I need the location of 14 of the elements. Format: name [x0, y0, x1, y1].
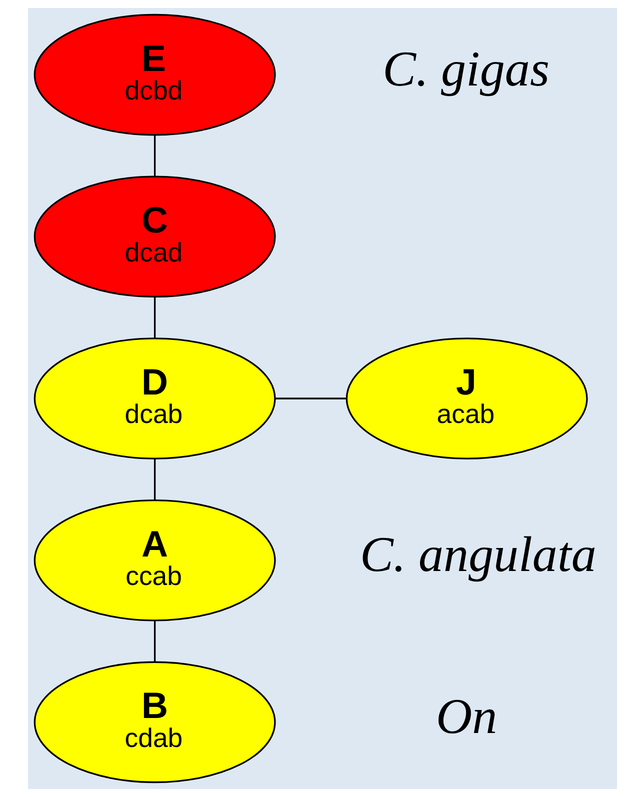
- node-ellipse: E dcbd: [33, 14, 276, 136]
- connector: [153, 135, 156, 176]
- node-ellipse: A ccab: [33, 499, 276, 622]
- connector: [153, 620, 156, 662]
- label: C. angulata: [360, 526, 596, 582]
- connector: [153, 458, 156, 500]
- node-ellipse: J acab: [345, 338, 588, 460]
- node-ellipse: B cdab: [33, 661, 276, 784]
- label: On: [435, 688, 497, 744]
- node-ellipse: D dcab: [33, 338, 276, 460]
- label: C. gigas: [382, 40, 549, 97]
- connector: [274, 398, 346, 400]
- node-ellipse: C dcad: [33, 176, 276, 298]
- connector: [153, 296, 156, 338]
